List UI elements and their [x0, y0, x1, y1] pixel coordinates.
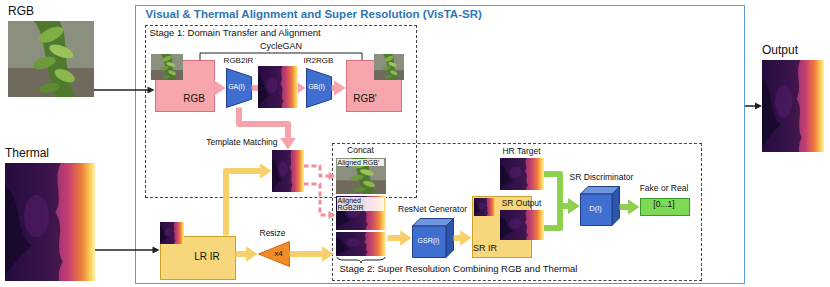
- text-label: ResNet Generator: [398, 205, 467, 215]
- text-label: [0...1]: [653, 200, 674, 210]
- text-label: Aligned RGB2IR: [337, 197, 384, 212]
- arrow-head: [260, 163, 271, 179]
- text-label: SR IR: [473, 243, 497, 253]
- text-label: RGB: [8, 5, 34, 19]
- rgb-thumbnail: [151, 54, 183, 80]
- arrow-head: [148, 87, 155, 94]
- connector-arrow: [95, 247, 160, 254]
- triangle-shape: [258, 241, 289, 266]
- hr-image: [500, 158, 544, 190]
- cube-side: [612, 186, 620, 225]
- text-label: Thermal: [5, 147, 49, 161]
- concat-brace: [337, 257, 385, 263]
- text-label: LR IR: [194, 251, 220, 263]
- arrow-head: [280, 138, 296, 149]
- connector-line: [226, 171, 262, 236]
- resize-triangle: Resizex4: [258, 241, 290, 267]
- connector-arrow: [620, 199, 640, 215]
- text-label: Concat: [347, 146, 374, 156]
- rgb-thumbnail: [374, 54, 404, 80]
- connector-arrow: [236, 246, 258, 262]
- score-box: Fake or Real[0...1]: [640, 198, 690, 216]
- arrow-head: [568, 198, 579, 214]
- arrow-head: [214, 80, 225, 96]
- text-label: Output: [762, 44, 798, 58]
- resized-thermal: [336, 232, 386, 256]
- trapezoid-shape: [306, 68, 331, 107]
- arrow-head: [460, 230, 471, 246]
- connector-line: [745, 105, 756, 107]
- discriminator-cube: SR DiscriminatorD(I): [580, 186, 620, 226]
- aligned-thermal: [336, 196, 386, 230]
- framework-frame: Visual & Thermal Alignment and Super Res…: [135, 5, 745, 284]
- text-label: CycleGAN: [260, 41, 302, 51]
- text-label: Template Matching: [206, 138, 277, 148]
- text-label: RGB2IR: [224, 56, 254, 65]
- matching-image: [272, 150, 304, 192]
- arrow-head: [568, 198, 579, 214]
- connector-line: [304, 184, 330, 215]
- connector-line: [239, 108, 288, 141]
- connector-arrow: [388, 230, 412, 246]
- text-label: SR Output: [502, 199, 542, 209]
- text-label: Stage 2: Super Resolution Combining RGB …: [340, 264, 578, 275]
- rgb-photo: [8, 21, 94, 97]
- text-label: Aligned RGB': [337, 159, 384, 166]
- connector-arrow: [745, 103, 762, 110]
- connector-arrow: [332, 80, 346, 96]
- connector-arrow: [226, 163, 272, 235]
- arrow-head: [755, 103, 762, 110]
- connector-line: [544, 174, 571, 206]
- output-image: [762, 60, 824, 152]
- connector-arrow: [454, 230, 472, 246]
- cube-front: [412, 226, 446, 258]
- connector-arrow: [544, 198, 580, 228]
- connector-line: [544, 206, 571, 228]
- connector-line: [95, 249, 154, 251]
- text-label: GSR(I): [418, 237, 440, 245]
- thermal-photo: [5, 163, 95, 281]
- arrow-head: [400, 230, 411, 246]
- text-label: GB(I): [308, 83, 325, 91]
- sr-image: [500, 210, 544, 240]
- text-label: RGB: [183, 93, 205, 105]
- text-label: HR Target: [502, 147, 540, 157]
- text-label: RGB': [353, 93, 377, 105]
- arrow-head: [334, 80, 345, 96]
- connector-arrow: [214, 80, 225, 96]
- arrow-head: [628, 199, 639, 215]
- connector-arrow: [290, 246, 334, 262]
- text-label: Resize: [260, 229, 286, 239]
- connector-line: [290, 251, 325, 257]
- sr-thumbnail: [474, 198, 496, 216]
- connector-line: [94, 89, 149, 91]
- cube-front: [580, 194, 612, 226]
- text-label: Fake or Real: [640, 184, 689, 194]
- text-label: SR Discriminator: [570, 173, 634, 183]
- text-label: x4: [274, 249, 282, 258]
- text-label: GA(I): [228, 83, 245, 91]
- text-label: Stage 1: Domain Transfer and Alignment: [150, 28, 321, 39]
- lr-thumbnail: [160, 222, 184, 244]
- generator-trapezoid: RGB2IRGA(I): [226, 68, 252, 108]
- resize-triangle-outline: [258, 241, 290, 267]
- cube-side: [446, 218, 454, 257]
- generator-cube: ResNet GeneratorGSR(I): [412, 218, 454, 258]
- generator-trapezoid: IR2RGBGB(I): [306, 68, 332, 108]
- rgb2ir-image: [258, 66, 298, 108]
- text-label: Visual & Thermal Alignment and Super Res…: [146, 8, 482, 21]
- connector-line: [304, 166, 330, 176]
- text-label: IR2RGB: [304, 56, 334, 65]
- arrow-head: [246, 246, 257, 262]
- aligned-photo: [336, 158, 386, 194]
- trapezoid-shape: [226, 68, 251, 107]
- arrow-head: [153, 247, 160, 254]
- text-label: D(I): [589, 205, 602, 214]
